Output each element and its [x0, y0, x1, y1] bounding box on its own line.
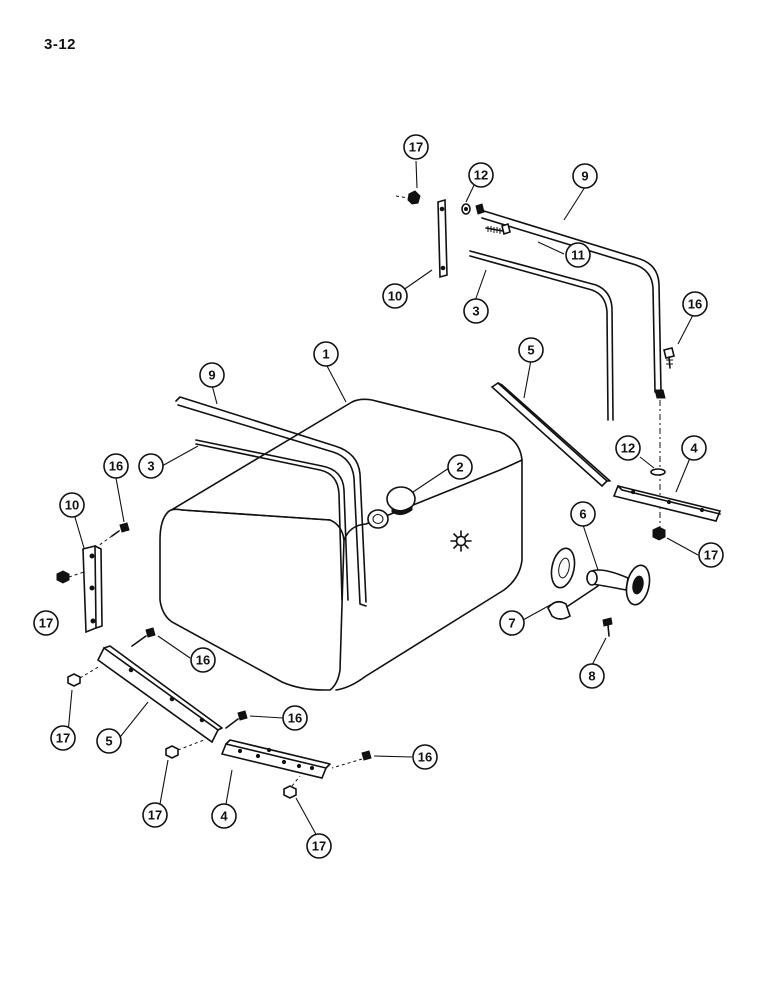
svg-text:16: 16: [688, 297, 702, 312]
sender-unit: [547, 564, 651, 620]
callout-bracket-support-right: 4: [681, 435, 707, 461]
svg-text:8: 8: [588, 669, 595, 684]
callout-strap-inner-left: 3: [138, 453, 164, 479]
callout-bolt-right-strap: 16: [682, 291, 708, 317]
page-number: 3-12: [44, 36, 77, 53]
bolt-bottom-bracket: [331, 750, 372, 769]
nut-bottom-bracket: [283, 775, 301, 799]
fuel-tank: [159, 398, 523, 691]
drain-plug-icon: [450, 530, 472, 552]
callout-bolt-bottom-bracket: 16: [412, 744, 438, 770]
callout-washer-top: 12: [468, 162, 494, 188]
svg-text:5: 5: [527, 343, 534, 358]
leader-lines: [67, 160, 699, 839]
callout-tank: 1: [313, 341, 339, 367]
callout-bolt-left-bracket: 16: [103, 453, 129, 479]
callout-nut-top: 17: [403, 134, 429, 160]
svg-text:17: 17: [39, 616, 53, 631]
nut-mid-bar: [165, 739, 205, 759]
callout-bolt-mid-bar: 16: [282, 705, 308, 731]
callout-sender-unit: 6: [570, 501, 596, 527]
callout-gasket: 7: [499, 610, 525, 636]
callout-strap-inner-top: 3: [463, 298, 489, 324]
callout-bolt: 11: [565, 242, 591, 268]
svg-text:7: 7: [508, 616, 515, 631]
bolt-left-bracket: [97, 522, 130, 547]
strap-outer-left: [175, 396, 367, 607]
support-bar-left: [96, 645, 223, 744]
washer-right: [650, 468, 666, 476]
bracket-support-right: [612, 485, 722, 522]
svg-text:16: 16: [288, 711, 302, 726]
svg-text:11: 11: [571, 248, 585, 263]
callout-support-bar-left: 5: [96, 728, 122, 754]
callout-bracket-left: 10: [59, 492, 85, 518]
bracket-top: [437, 198, 448, 279]
svg-text:6: 6: [579, 507, 586, 522]
svg-text:2: 2: [456, 460, 463, 475]
nut-top: [395, 190, 421, 205]
svg-text:3: 3: [147, 459, 154, 474]
callout-strap-outer-top: 9: [572, 163, 598, 189]
callout-support-bar-right: 5: [518, 337, 544, 363]
svg-text:16: 16: [196, 653, 210, 668]
svg-text:16: 16: [418, 750, 432, 765]
filler-neck: [367, 509, 389, 529]
nut-left-bracket: [56, 570, 85, 584]
svg-text:17: 17: [409, 140, 423, 155]
svg-text:17: 17: [704, 548, 718, 563]
svg-text:12: 12: [474, 168, 488, 183]
svg-text:12: 12: [621, 441, 635, 456]
gasket: [550, 547, 576, 589]
svg-text:5: 5: [105, 734, 112, 749]
callout-nut-left-bar: 17: [50, 725, 76, 751]
bolt-left-bar: [131, 627, 156, 647]
callout-filler-cap: 2: [447, 454, 473, 480]
filler-cap: [386, 486, 416, 516]
svg-text:9: 9: [581, 169, 588, 184]
washer-top: [461, 203, 485, 215]
callout-nut-mid-bar: 17: [142, 802, 168, 828]
svg-text:17: 17: [56, 731, 70, 746]
bolt-top: [485, 222, 511, 236]
callout-bracket-support-bottom: 4: [211, 803, 237, 829]
svg-text:1: 1: [322, 347, 329, 362]
callout-bracket-top: 10: [382, 283, 408, 309]
svg-text:3: 3: [472, 304, 479, 319]
strap-inner-top: [469, 250, 614, 421]
screw: [602, 617, 613, 637]
callout-bolt-left-bar: 16: [190, 647, 216, 673]
bolt-right-strap: [663, 347, 675, 369]
svg-text:10: 10: [65, 498, 79, 513]
strap-outer-top: [481, 210, 666, 399]
nut-left-bar: [67, 665, 101, 687]
svg-text:16: 16: [109, 459, 123, 474]
callout-strap-outer-left: 9: [199, 362, 225, 388]
svg-text:4: 4: [220, 809, 228, 824]
callout-washer-right: 12: [615, 435, 641, 461]
callout-screw: 8: [579, 663, 605, 689]
support-bar-right: [490, 381, 611, 488]
strap-inner-left: [195, 439, 349, 601]
svg-text:17: 17: [312, 839, 326, 854]
callout-nut-right: 17: [698, 542, 724, 568]
svg-text:10: 10: [388, 289, 402, 304]
nut-right: [652, 526, 666, 541]
bracket-support-bottom: [220, 739, 331, 779]
callout-nut-left-bracket: 17: [33, 610, 59, 636]
bracket-left: [82, 544, 103, 634]
bolt-mid-bar: [225, 710, 248, 729]
svg-text:17: 17: [148, 808, 162, 823]
svg-text:4: 4: [690, 441, 698, 456]
callout-nut-bottom-bracket: 17: [306, 833, 332, 859]
svg-text:9: 9: [208, 368, 215, 383]
